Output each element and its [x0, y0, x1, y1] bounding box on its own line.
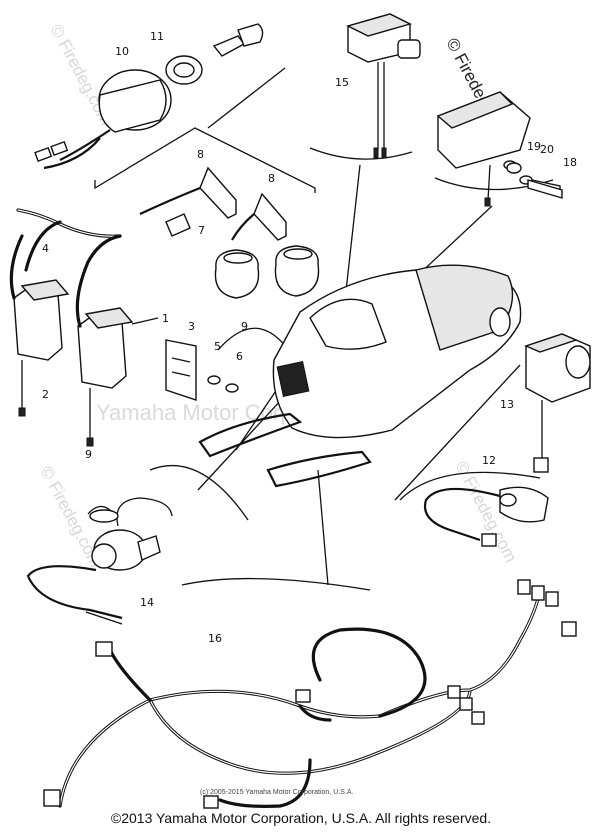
footer-copyright: ©2013 Yamaha Motor Corporation, U.S.A. A…	[110, 810, 492, 826]
ht-lead-part	[16, 208, 122, 272]
label-9a: 9	[241, 320, 248, 333]
label-4: 4	[42, 242, 49, 255]
main-switch-part	[34, 69, 172, 170]
label-18: 18	[563, 156, 577, 169]
wiring-harness-part-16	[43, 579, 577, 809]
ignition-coil-right	[75, 234, 159, 447]
label-13: 14	[140, 596, 154, 609]
label-14: 13	[500, 398, 514, 411]
small-copyright: (c) 2005-2015 Yamaha Motor Corporation, …	[200, 789, 353, 796]
sensor-part-12	[423, 486, 549, 547]
snowmobile-illustration	[198, 264, 522, 488]
label-5: 5	[214, 340, 221, 353]
label-2: 2	[42, 388, 49, 401]
label-19: 19	[527, 140, 541, 153]
label-16: 16	[208, 632, 222, 645]
label-9b: 9	[85, 448, 92, 461]
label-11: 11	[150, 30, 164, 43]
washer-nut-parts	[207, 375, 239, 393]
label-7: 7	[198, 224, 205, 237]
part-number-labels: 10 11 15 19 20 18 8 8 7 4 9 1 3 5 6 2 9 …	[42, 30, 577, 645]
key-ring-part	[165, 23, 264, 85]
plug-cap-parts	[139, 166, 287, 241]
label-20: 20	[540, 143, 554, 156]
label-8b: 8	[268, 172, 275, 185]
bolt-washer-parts	[506, 162, 563, 199]
clip-part	[165, 213, 191, 237]
label-12: 12	[482, 454, 496, 467]
label-3: 3	[188, 320, 195, 333]
label-10: 10	[115, 45, 129, 58]
ignition-coil-left	[9, 234, 70, 417]
relay-part-15	[346, 13, 421, 159]
bracket-part	[165, 339, 197, 401]
switch-part-14	[524, 333, 591, 473]
label-15: 15	[335, 76, 349, 89]
plug-boots-part	[214, 245, 320, 299]
switch-part-13	[26, 497, 173, 625]
label-1: 1	[162, 312, 169, 325]
label-6: 6	[236, 350, 243, 363]
label-8a: 8	[197, 148, 204, 161]
